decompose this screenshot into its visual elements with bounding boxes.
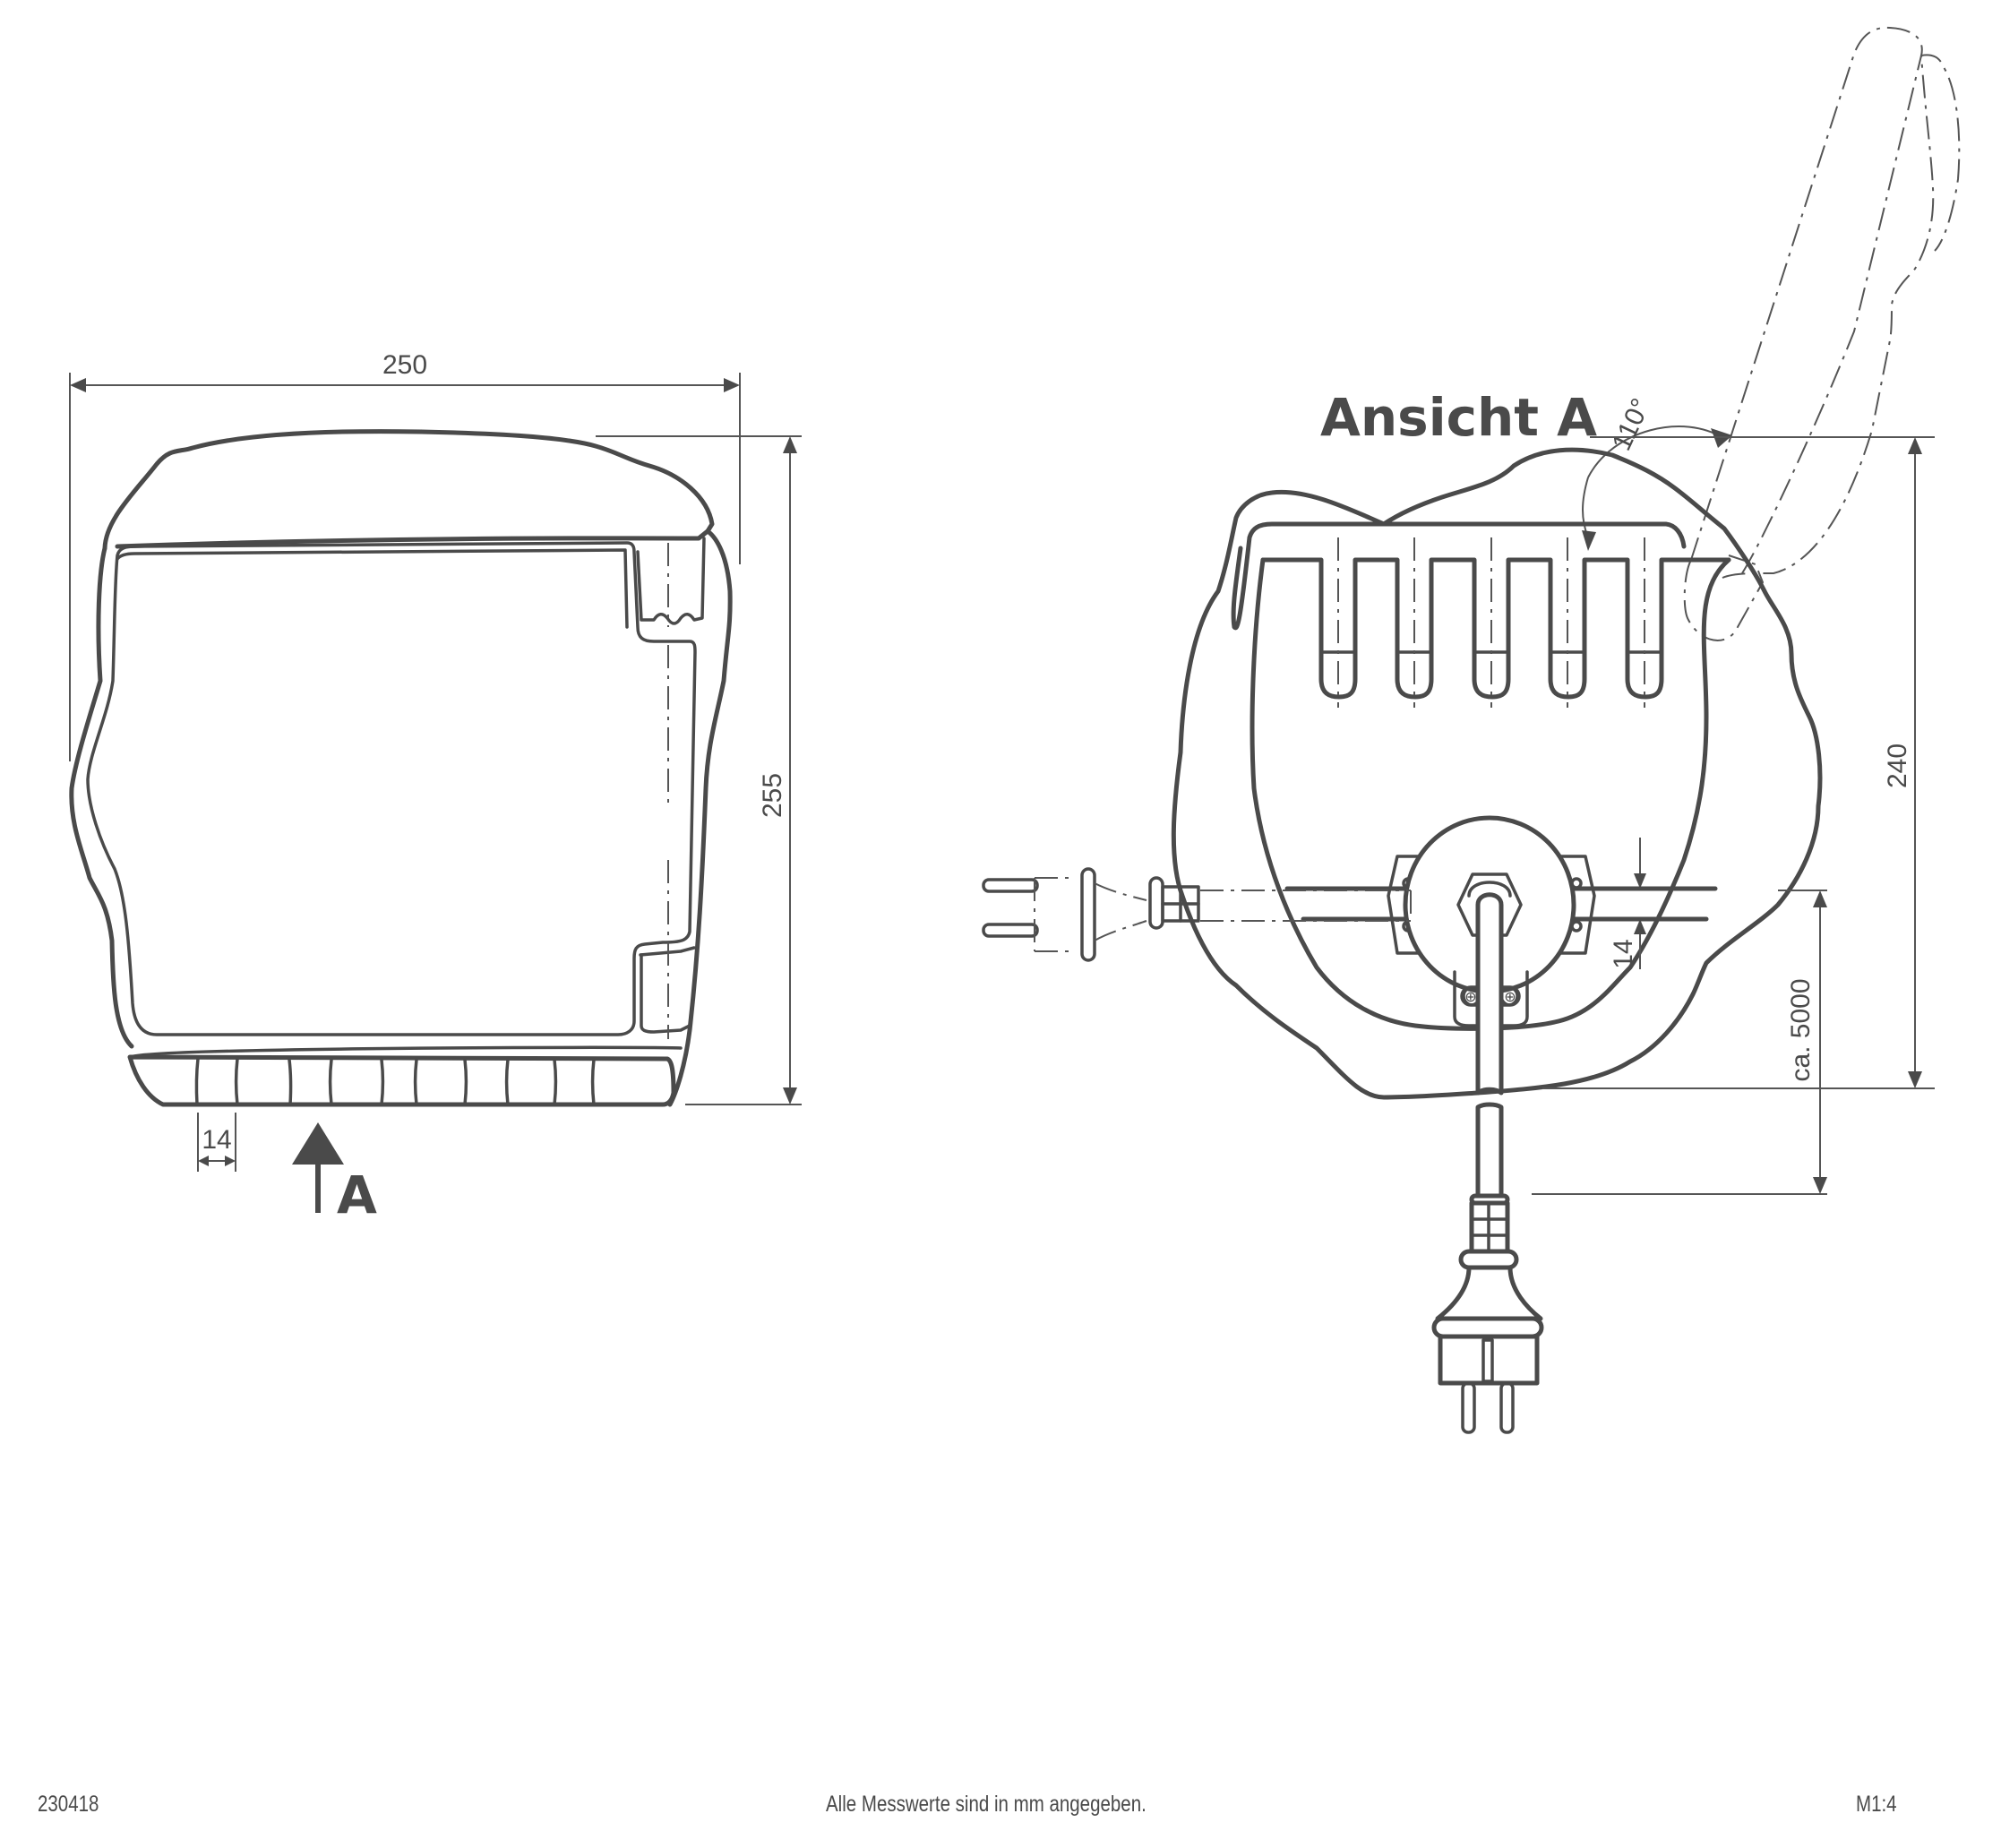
base-ribs — [127, 1054, 676, 1107]
power-plug — [1431, 1193, 1544, 1434]
footer-note: Alle Messwerte sind in mm angegeben. — [826, 1792, 1146, 1817]
side-view: 250 255 — [69, 350, 802, 1225]
dim-width-label: 250 — [382, 350, 427, 380]
body-outline — [69, 546, 134, 1049]
screw-icon: ⊕ — [1464, 988, 1476, 1005]
dimension-rib-14: 14 — [197, 1113, 236, 1172]
ribs — [194, 1057, 596, 1106]
view-arrow-label: A — [337, 1165, 377, 1225]
dim-rib-label: 14 — [202, 1125, 231, 1155]
rock-outline — [1171, 447, 1823, 1100]
dim-strap-label: 14 — [1609, 939, 1638, 968]
lid-outline — [102, 429, 715, 551]
dim-cable-label: ca. 5000 — [1786, 978, 1816, 1081]
dim-height-label: 255 — [758, 773, 787, 818]
dim-240-label: 240 — [1883, 743, 1912, 788]
doc-number: 230418 — [38, 1792, 99, 1817]
dimension-cable-5000: ca. 5000 — [1532, 890, 1827, 1195]
dimension-width-250: 250 — [69, 350, 741, 761]
phantom-plug — [982, 867, 1412, 962]
screw-icon: ⊕ — [1504, 988, 1516, 1005]
socket-comb — [1260, 557, 1731, 700]
view-arrow-a: A — [292, 1122, 377, 1225]
comb-centerlines — [1337, 537, 1645, 708]
dimension-height-240: 240 — [1542, 436, 1935, 1089]
power-cable — [1475, 892, 1504, 1199]
front-panel — [86, 541, 697, 1036]
dimension-strap-14: 14 — [1609, 838, 1646, 969]
dimension-height-255: 255 — [596, 435, 802, 1105]
dimension-angle-110: 110° — [1582, 394, 1732, 551]
view-a-title: Ansicht A — [1320, 387, 1597, 448]
scale-label: M1:4 — [1856, 1792, 1897, 1817]
inner-housing — [1250, 557, 1731, 1031]
dim-angle-label: 110° — [1607, 394, 1656, 455]
open-lid-phantom — [1683, 26, 1961, 641]
view-a: Ansicht A 110° — [982, 26, 1961, 1434]
